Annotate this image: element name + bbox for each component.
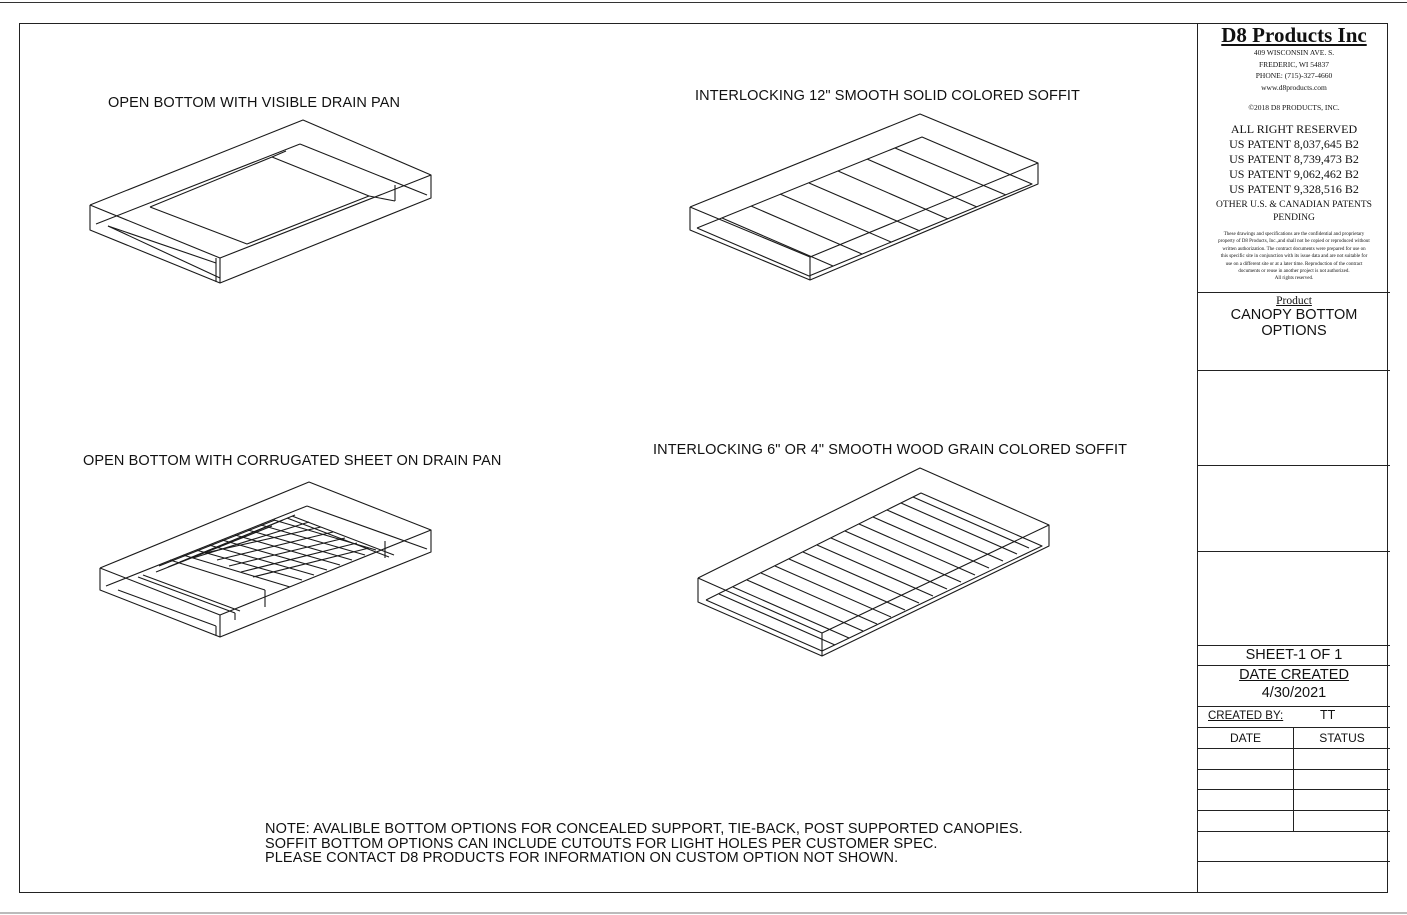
disclaimer-line: documents or reuse in another project is… xyxy=(1238,269,1350,275)
label-open-corrugated-drain-pan: OPEN BOTTOM WITH CORRUGATED SHEET ON DRA… xyxy=(83,453,502,469)
note-line: NOTE: AVALIBLE BOTTOM OPTIONS FOR CONCEA… xyxy=(265,821,1023,837)
revision-row xyxy=(1198,811,1390,832)
patent: US PATENT 9,062,462 B2 xyxy=(1229,167,1359,181)
revision-date-header: DATE xyxy=(1198,728,1294,748)
phone: PHONE: (715)-327-4660 xyxy=(1255,71,1333,80)
blank-cell xyxy=(1198,832,1390,862)
disclaimer-line: use on a different site or at a later ti… xyxy=(1225,261,1363,267)
address-line: 409 WISCONSIN AVE. S. xyxy=(1253,48,1335,57)
revision-row xyxy=(1198,790,1390,811)
revision-status-header: STATUS xyxy=(1319,731,1365,745)
blank-cell xyxy=(1198,552,1390,646)
canopy-interlocking-6-4-soffit xyxy=(697,467,1050,657)
rights: ALL RIGHT RESERVED xyxy=(1230,122,1358,136)
created-by-cell: CREATED BY: TT xyxy=(1198,707,1390,728)
revision-date-cell xyxy=(1198,811,1294,831)
patent: US PATENT 8,037,645 B2 xyxy=(1229,137,1359,151)
patents-pending: PENDING xyxy=(1273,213,1315,223)
bottom-rule xyxy=(0,912,1407,914)
canopy-interlocking-12-soffit xyxy=(689,113,1039,281)
revision-date-cell xyxy=(1198,790,1294,810)
other-patents: OTHER U.S. & CANADIAN PATENTS xyxy=(1216,200,1372,210)
disclaimer-line: These drawings and specifications are th… xyxy=(1223,232,1365,237)
product-name: OPTIONS xyxy=(1261,323,1327,339)
top-rule xyxy=(0,2,1407,3)
options-note: NOTE: AVALIBLE BOTTOM OPTIONS FOR CONCEA… xyxy=(265,822,1023,866)
note-line: PLEASE CONTACT D8 PRODUCTS FOR INFORMATI… xyxy=(265,850,899,866)
revision-row xyxy=(1198,770,1390,790)
revision-date-cell xyxy=(1198,749,1294,769)
date-created-label: DATE CREATED xyxy=(1239,667,1349,683)
copyright: ©2018 D8 PRODUCTS, INC. xyxy=(1248,103,1340,112)
address-line: FREDERIC, WI 54837 xyxy=(1258,59,1330,69)
blank-cell xyxy=(1198,371,1390,466)
label-open-visible-drain-pan: OPEN BOTTOM WITH VISIBLE DRAIN PAN xyxy=(108,95,401,111)
disclaimer-line: this specific site in conjunction with i… xyxy=(1220,254,1368,260)
canopy-open-visible-drain-pan xyxy=(89,119,432,284)
canopy-open-corrugated-drain-pan xyxy=(99,481,432,638)
created-by-label: CREATED BY: xyxy=(1208,710,1284,722)
note-line: SOFFIT BOTTOM OPTIONS CAN INCLUDE CUTOUT… xyxy=(265,835,938,852)
disclaimer: These drawings and specifications are th… xyxy=(1206,231,1382,283)
product-name: CANOPY BOTTOM xyxy=(1230,307,1358,323)
revision-header-row: DATE STATUS xyxy=(1198,728,1390,749)
sheet-number: SHEET-1 OF 1 xyxy=(1198,646,1390,666)
disclaimer-line: All rights reserved. xyxy=(1274,276,1314,282)
date-created-cell: DATE CREATED 4/30/2021 xyxy=(1198,666,1390,707)
website: www.d8products.com xyxy=(1261,82,1327,92)
product-header: Product xyxy=(1276,295,1312,307)
product-cell: Product CANOPY BOTTOM OPTIONS xyxy=(1198,293,1390,371)
disclaimer-line: property of D8 Products, Inc.,and shall … xyxy=(1218,239,1370,245)
patent: US PATENT 8,739,473 B2 xyxy=(1229,152,1359,166)
label-interlocking-6-4-soffit: INTERLOCKING 6" OR 4" SMOOTH WOOD GRAIN … xyxy=(653,442,1128,458)
revision-row xyxy=(1198,749,1390,770)
company-info: D8 Products Inc 409 WISCONSIN AVE. S. FR… xyxy=(1198,23,1390,293)
blank-cell xyxy=(1198,466,1390,552)
created-by-value: TT xyxy=(1320,708,1336,722)
title-block: D8 Products Inc 409 WISCONSIN AVE. S. FR… xyxy=(1197,23,1390,893)
disclaimer-line: written authorization. The contract docu… xyxy=(1222,246,1366,252)
sheet-border xyxy=(19,23,1388,893)
revision-date-cell xyxy=(1198,770,1294,789)
patent: US PATENT 9,328,516 B2 xyxy=(1229,182,1359,196)
date-created-value: 4/30/2021 xyxy=(1261,685,1327,701)
company-name: D8 Products Inc xyxy=(1221,23,1367,47)
label-interlocking-12-soffit: INTERLOCKING 12" SMOOTH SOLID COLORED SO… xyxy=(695,88,1080,104)
